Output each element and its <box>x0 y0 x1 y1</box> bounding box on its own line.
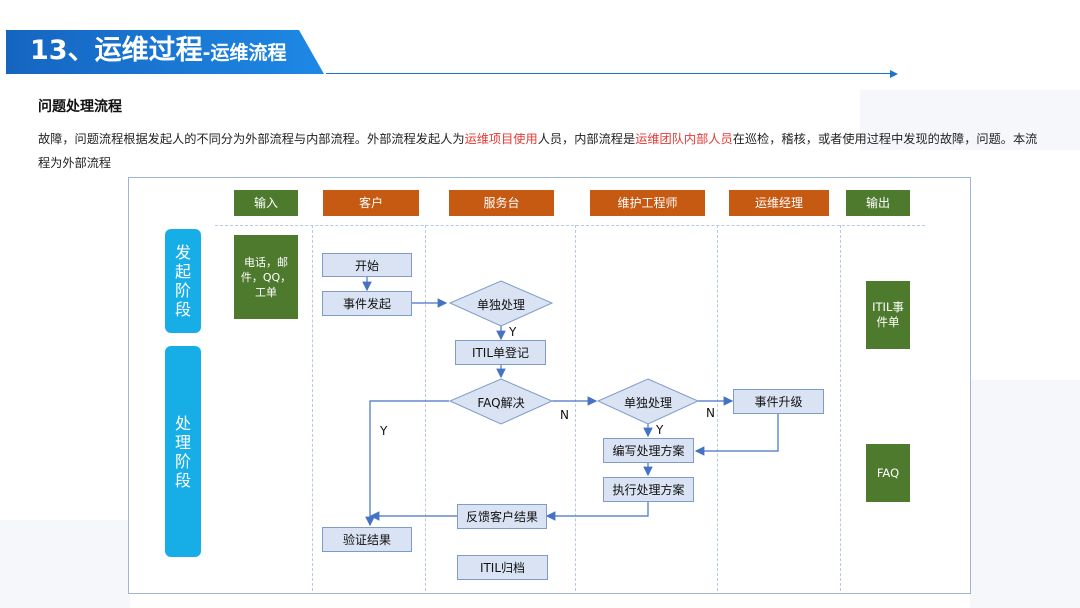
lane-divider <box>575 225 576 591</box>
title-banner <box>6 30 324 74</box>
decision-handle-alone-2: 单独处理 <box>623 396 672 410</box>
decision-handle-alone-1: 单独处理 <box>476 298 525 312</box>
description-paragraph: 故障，问题流程根据发起人的不同分为外部流程与内部流程。外部流程发起人为运维项目使… <box>38 127 1048 175</box>
decision-diamond <box>448 280 554 327</box>
desc-text: 人员，内部流程是 <box>537 132 636 146</box>
node-write-plan: 编写处理方案 <box>603 438 694 463</box>
title-arrow-icon <box>890 70 898 78</box>
background-shape <box>0 520 130 608</box>
input-channels-box: 电话，邮件，QQ，工单 <box>234 235 298 319</box>
output-itil-event-box: ITIL事件单 <box>866 281 910 349</box>
label-no: N <box>560 408 569 422</box>
label-no: N <box>706 406 715 420</box>
title-main: 13、运维过程 <box>30 35 203 66</box>
label-yes: Y <box>509 325 517 339</box>
desc-highlight: 运维团队内部人员 <box>635 132 733 146</box>
node-event-initiate: 事件发起 <box>322 291 412 316</box>
node-itil-archive: ITIL归档 <box>457 555 548 580</box>
decision-faq-solve: FAQ解决 <box>477 396 525 410</box>
lane-divider <box>425 225 426 591</box>
phase-initiate-label: 发起阶段 <box>174 243 191 319</box>
output-faq-box: FAQ <box>866 444 910 502</box>
lane-divider <box>312 225 313 591</box>
title-underline <box>326 73 892 74</box>
lane-divider <box>840 225 841 591</box>
label-yes: Y <box>656 423 664 437</box>
desc-highlight: 运维项目使用 <box>464 132 538 146</box>
section-heading: 问题处理流程 <box>38 99 122 115</box>
column-header-service-desk: 服务台 <box>449 190 554 216</box>
background-shape <box>970 380 1080 608</box>
decision-diamond <box>596 378 700 425</box>
title-sub: -运维流程 <box>202 42 287 64</box>
node-feedback: 反馈客户结果 <box>457 504 547 529</box>
phase-handle: 处理阶段 <box>165 346 201 557</box>
phase-handle-label: 处理阶段 <box>174 413 191 490</box>
node-verify: 验证结果 <box>322 527 412 552</box>
header-divider <box>215 225 925 226</box>
page-title: 13、运维过程-运维流程 <box>30 33 286 69</box>
column-header-engineer: 维护工程师 <box>590 190 705 216</box>
decision-diamond <box>448 378 554 425</box>
column-header-output: 输出 <box>846 190 910 216</box>
column-header-customer: 客户 <box>323 190 419 216</box>
node-execute-plan: 执行处理方案 <box>603 477 694 502</box>
desc-text: 在巡检，稽核，或者使用过程中发现的故障，问题。本流程为外部流程 <box>38 132 1038 170</box>
node-itil-register: ITIL单登记 <box>455 340 546 365</box>
column-header-input: 输入 <box>234 190 298 216</box>
node-event-escalate: 事件升级 <box>733 389 824 414</box>
lane-divider <box>717 225 718 591</box>
phase-initiate: 发起阶段 <box>165 229 201 333</box>
label-yes: Y <box>380 424 388 438</box>
node-start: 开始 <box>322 253 412 277</box>
column-header-manager: 运维经理 <box>729 190 829 216</box>
background-shape <box>860 90 1080 150</box>
desc-text: 故障，问题流程根据发起人的不同分为外部流程与内部流程。外部流程发起人为 <box>38 132 465 146</box>
